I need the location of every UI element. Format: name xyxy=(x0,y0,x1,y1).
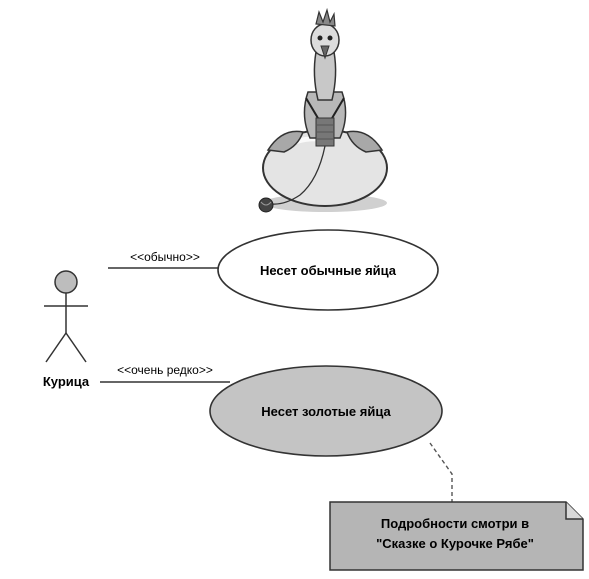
stereotype-rare: <<очень редко>> xyxy=(117,363,213,377)
hen-knitting-on-egg-icon xyxy=(258,7,388,213)
use-case-golden-eggs-label: Несет золотые яйца xyxy=(261,404,391,419)
use-case-ordinary-eggs xyxy=(217,229,439,311)
use-case-ordinary-eggs-label: Несет обычные яйца xyxy=(260,263,397,278)
use-case-golden-eggs xyxy=(209,365,443,457)
note-line-1: Подробности смотри в xyxy=(381,516,529,531)
actor-stick-figure-icon xyxy=(44,270,88,363)
note-connector-dashed xyxy=(429,442,453,502)
note-line-2: "Сказке о Курочке Рябе" xyxy=(376,536,534,551)
note-box xyxy=(329,501,584,571)
stereotype-ordinary: <<обычно>> xyxy=(130,250,200,264)
actor-name: Курица xyxy=(43,374,90,389)
